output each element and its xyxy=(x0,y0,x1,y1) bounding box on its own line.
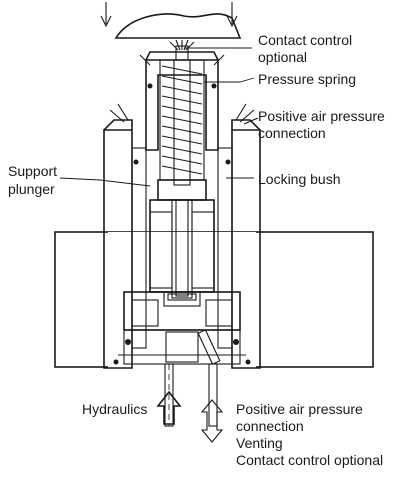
locking-bush xyxy=(131,147,233,349)
workpiece xyxy=(100,2,242,39)
label-hydraulics: Hydraulics xyxy=(82,401,147,417)
seals xyxy=(113,83,251,365)
label-contact-control-optional-bottom: Contact control optional xyxy=(236,452,383,468)
label-locking-bush: Locking bush xyxy=(258,171,341,187)
label-positive-air-connection: connection xyxy=(258,125,326,141)
label-bottom-connection: connection xyxy=(236,418,304,434)
label-bottom-positive-air: Positive air pressure xyxy=(236,401,363,417)
label-contact-control: Contact control xyxy=(258,32,352,48)
hydraulics-arrow-icon xyxy=(156,390,182,425)
pressure-spring xyxy=(159,45,205,186)
label-contact-control-optional: optional xyxy=(258,49,307,65)
air-bidirectional-arrow-icon xyxy=(200,399,224,443)
leader-lines xyxy=(59,47,255,187)
positive-air-spray xyxy=(109,103,259,125)
label-support: Support xyxy=(8,163,57,179)
hydraulic-piston xyxy=(118,291,246,365)
clamping-force-arrow-left-icon xyxy=(100,2,112,28)
supply-channels xyxy=(164,329,221,427)
label-positive-air-pressure: Positive air pressure xyxy=(258,108,385,124)
clamping-force-arrow-right-icon xyxy=(226,2,238,28)
label-plunger: plunger xyxy=(8,181,55,197)
upper-cap xyxy=(145,51,219,151)
label-pressure-spring: Pressure spring xyxy=(258,71,356,87)
label-venting: Venting xyxy=(236,435,283,451)
